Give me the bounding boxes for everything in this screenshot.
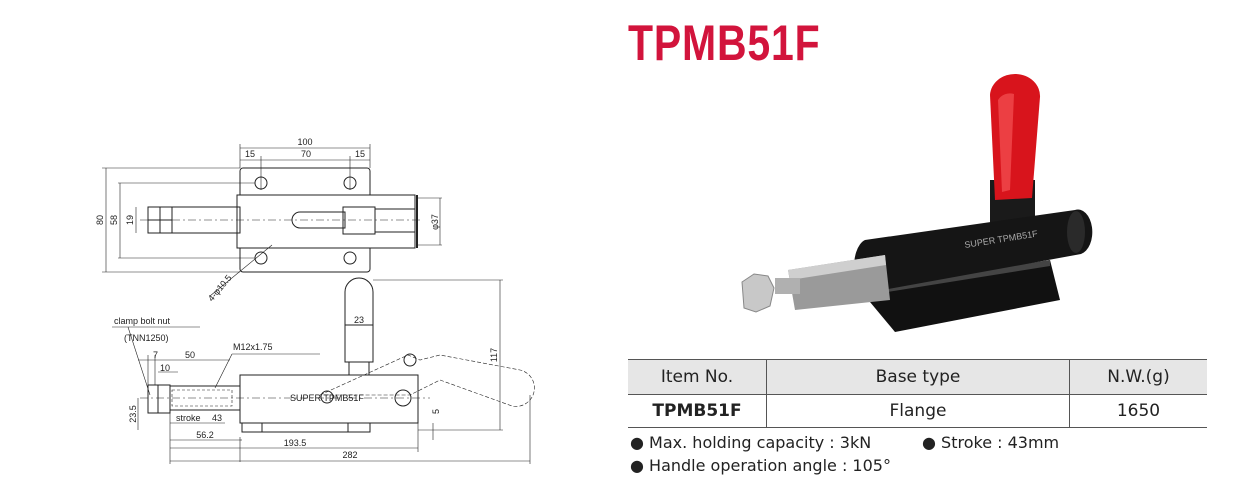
nut-label: clamp bolt nut xyxy=(114,316,171,326)
dim-193-5: 193.5 xyxy=(284,438,307,448)
spec-angle-text: Handle operation angle : 105° xyxy=(649,456,891,475)
dim-19: 19 xyxy=(125,215,135,225)
header-item-no: Item No. xyxy=(628,359,767,395)
body-marking: SUPER TPMB51F xyxy=(290,393,364,403)
dim-15-left: 15 xyxy=(245,149,255,159)
product-title: TPMB51F xyxy=(628,15,821,71)
dim-50: 50 xyxy=(185,350,195,360)
dim-5: 5 xyxy=(431,409,441,414)
product-photo: SUPER TPMB51F xyxy=(741,73,1093,332)
dim-282: 282 xyxy=(342,450,357,460)
dim-23: 23 xyxy=(354,315,364,325)
header-base-type: Base type xyxy=(766,359,1070,395)
dim-56-2: 56.2 xyxy=(196,430,214,440)
cell-item-no: TPMB51F xyxy=(628,394,767,428)
dim-58: 58 xyxy=(109,215,119,225)
dim-holes: 4-φ10.5 xyxy=(206,273,234,303)
dim-23-5: 23.5 xyxy=(128,405,138,423)
thread-spec: M12x1.75 xyxy=(233,342,273,352)
dim-phi37: φ37 xyxy=(430,214,440,230)
side-view: SUPER TPMB51F clamp bolt nut (TNN1250) M… xyxy=(112,277,535,464)
spec-capacity: ● Max. holding capacity : 3kN xyxy=(630,433,872,452)
dim-10: 10 xyxy=(160,363,170,373)
header-weight: N.W.(g) xyxy=(1069,359,1207,395)
dim-80: 80 xyxy=(95,215,105,225)
spec-angle: ● Handle operation angle : 105° xyxy=(630,456,891,475)
dim-15-right: 15 xyxy=(355,149,365,159)
dim-7: 7 xyxy=(153,350,158,360)
dim-70: 70 xyxy=(301,149,311,159)
stroke-value: 43 xyxy=(212,413,222,423)
spec-stroke-text: Stroke : 43mm xyxy=(941,433,1060,452)
cell-base-type: Flange xyxy=(766,394,1070,428)
dim-100: 100 xyxy=(297,137,312,147)
top-view: 100 15 70 15 80 58 19 φ37 4-φ10.5 xyxy=(95,137,442,303)
cell-weight: 1650 xyxy=(1069,394,1207,428)
dim-117: 117 xyxy=(489,348,499,362)
nut-code: (TNN1250) xyxy=(124,333,169,343)
table-row: TPMB51F Flange 1650 xyxy=(628,394,1207,428)
stroke-label: stroke xyxy=(176,413,201,423)
spec-capacity-text: Max. holding capacity : 3kN xyxy=(649,433,872,452)
spec-stroke: ● Stroke : 43mm xyxy=(922,433,1060,452)
spec-table: Item No. Base type N.W.(g) TPMB51F Flang… xyxy=(628,359,1207,428)
technical-drawing: 100 15 70 15 80 58 19 φ37 4-φ10.5 SUPER … xyxy=(95,137,535,464)
